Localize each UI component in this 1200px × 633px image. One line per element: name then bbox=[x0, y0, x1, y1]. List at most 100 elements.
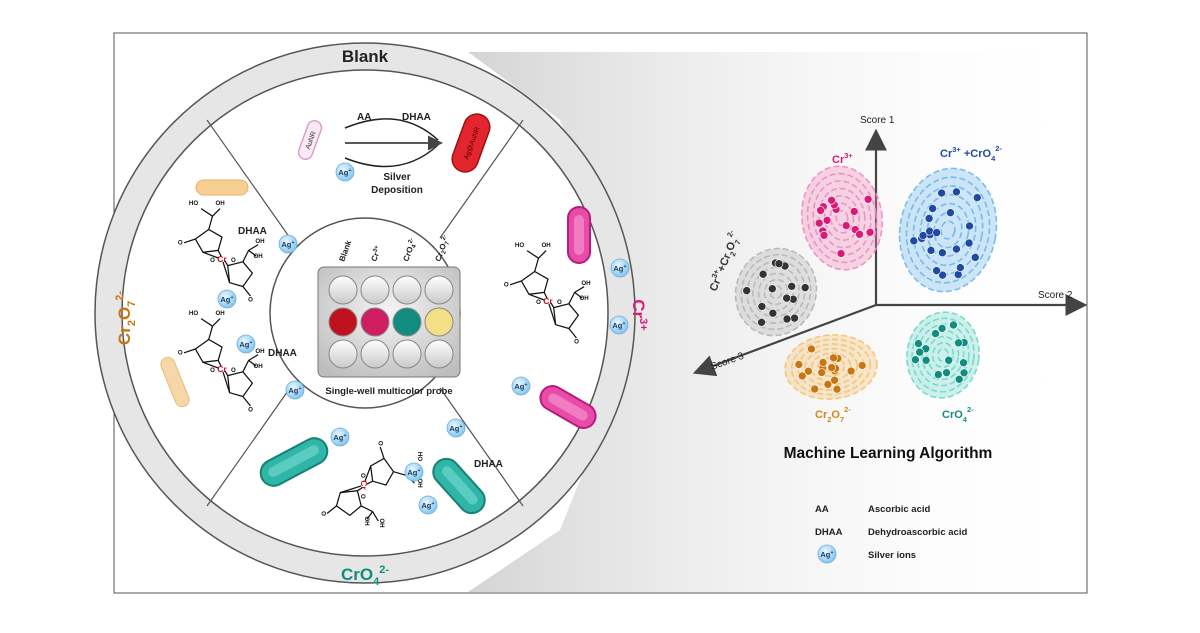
svg-text:Ag+: Ag+ bbox=[281, 240, 294, 249]
svg-text:Ag+: Ag+ bbox=[449, 424, 462, 433]
cluster-point bbox=[757, 302, 767, 311]
svg-text:HO: HO bbox=[416, 452, 423, 461]
cluster-point bbox=[774, 259, 784, 269]
legend-ag-icon: Ag+ bbox=[817, 544, 837, 564]
silver-ion: Ag+ bbox=[236, 334, 256, 354]
svg-text:O: O bbox=[178, 350, 183, 357]
well-r1-c4 bbox=[424, 275, 454, 305]
cluster-label-cr3-cr2o7: Cr3++Cr2O72- bbox=[704, 228, 745, 294]
svg-text:OH: OH bbox=[253, 253, 263, 260]
silver-ion: Ag+ bbox=[404, 462, 424, 482]
cluster-point bbox=[956, 263, 965, 272]
svg-text:O: O bbox=[248, 407, 253, 414]
cluster-point bbox=[915, 347, 924, 357]
svg-text:Cr: Cr bbox=[543, 296, 553, 306]
cluster-point bbox=[816, 206, 825, 215]
cluster-point bbox=[782, 314, 792, 324]
cluster-point bbox=[827, 195, 836, 205]
cluster-label-cr3-cro4: Cr3+ +CrO42- bbox=[940, 144, 1002, 163]
cluster-point bbox=[937, 324, 947, 333]
svg-text:OH: OH bbox=[416, 478, 423, 488]
svg-text:HO: HO bbox=[189, 310, 198, 317]
cluster-point bbox=[822, 215, 832, 225]
plate-col-cr2o7: Cr2O72- bbox=[433, 234, 453, 263]
well-r3-c3 bbox=[392, 339, 422, 369]
svg-text:O: O bbox=[231, 367, 236, 374]
axis-score-3 bbox=[692, 303, 877, 377]
cluster-point bbox=[932, 228, 941, 237]
cluster-cr3 bbox=[800, 165, 884, 271]
well-r3-c1 bbox=[328, 339, 358, 369]
blank-reaction: AuNR AA DHAA Silver Deposition Ag@AuNR bbox=[297, 112, 491, 196]
reaction-arc-bottom bbox=[344, 144, 439, 168]
cluster-point bbox=[949, 320, 958, 330]
cluster-point bbox=[804, 366, 813, 376]
cluster-point bbox=[946, 208, 955, 217]
silver-ion: Ag+ bbox=[418, 495, 438, 515]
svg-text:HO: HO bbox=[515, 242, 524, 249]
aunr-rod: AuNR bbox=[297, 120, 323, 160]
svg-text:Ag+: Ag+ bbox=[239, 340, 252, 349]
svg-text:Ag+: Ag+ bbox=[421, 501, 434, 510]
cluster-point bbox=[909, 236, 919, 246]
cluster-cr3-cro4 bbox=[898, 167, 998, 293]
cluster-point bbox=[952, 244, 961, 254]
silver-ion: Ag+ bbox=[285, 380, 305, 400]
silver-ion: Ag+ bbox=[446, 418, 466, 438]
cluster-point bbox=[926, 246, 936, 255]
cluster-point bbox=[830, 375, 839, 385]
divider-top-left bbox=[206, 119, 291, 239]
well-r2-c1 bbox=[328, 307, 358, 337]
section-label-cr2o7: Cr2O72- bbox=[114, 291, 138, 346]
score-clusters bbox=[734, 165, 998, 400]
cro4-rod-left bbox=[259, 437, 329, 487]
svg-text:OH: OH bbox=[581, 280, 591, 287]
plate-caption: Single-well multicolor probe bbox=[325, 386, 452, 397]
cluster-point bbox=[952, 187, 961, 197]
silver-ion: Ag+ bbox=[610, 258, 630, 278]
svg-text:Ag+: Ag+ bbox=[407, 468, 420, 477]
legend: AA Ascorbic acid DHAA Dehydroascorbic ac… bbox=[815, 504, 967, 564]
cluster-point bbox=[954, 374, 964, 384]
svg-text:Ag+: Ag+ bbox=[333, 433, 346, 442]
ml-title: Machine Learning Algorithm bbox=[784, 445, 993, 462]
cluster-cro4 bbox=[906, 311, 980, 399]
cluster-point bbox=[846, 366, 856, 376]
silver-ions: Ag+Ag+Ag+Ag+Ag+Ag+Ag+Ag+Ag+Ag+Ag+Ag+ bbox=[217, 162, 630, 515]
svg-text:OH: OH bbox=[579, 295, 589, 302]
section-label-blank: Blank bbox=[342, 47, 389, 66]
legend-label-ag: Silver ions bbox=[868, 550, 916, 561]
cluster-point bbox=[954, 338, 963, 348]
cluster-point bbox=[829, 353, 838, 363]
cluster-point bbox=[768, 308, 778, 318]
svg-text:O: O bbox=[231, 257, 236, 264]
svg-text:OH: OH bbox=[255, 348, 265, 355]
dhaa-label: DHAA bbox=[402, 112, 431, 123]
cluster-point bbox=[934, 370, 943, 379]
cluster-point bbox=[757, 317, 766, 327]
svg-text:Ag+: Ag+ bbox=[612, 321, 625, 330]
cluster-point bbox=[924, 214, 934, 223]
cluster-point bbox=[817, 368, 827, 377]
cluster-point bbox=[970, 253, 980, 262]
cluster-point bbox=[758, 269, 768, 279]
legend-label-dhaa: Dehydroascorbic acid bbox=[868, 527, 967, 538]
cluster-point bbox=[964, 238, 974, 248]
cluster-point bbox=[863, 194, 873, 204]
cluster-label-cr3: Cr3+ bbox=[832, 151, 853, 166]
cluster-point bbox=[827, 363, 836, 372]
score-plot: Score 1 Score 2 Score 3 Cr3+ Cr3+ +CrO42… bbox=[692, 115, 1088, 462]
silver-label-1: Silver bbox=[383, 172, 410, 183]
cluster-point bbox=[836, 249, 846, 258]
cluster-label-cr2o7: Cr2O72- bbox=[815, 405, 851, 424]
silver-ion: Ag+ bbox=[330, 427, 350, 447]
cluster-point bbox=[823, 380, 833, 389]
plate-col-cr3: Cr3+ bbox=[369, 244, 383, 262]
cluster-point bbox=[865, 227, 875, 237]
svg-text:Ag+: Ag+ bbox=[338, 168, 351, 177]
cluster-point bbox=[931, 329, 940, 338]
reaction-arc-top bbox=[344, 118, 439, 141]
svg-text:O: O bbox=[210, 257, 215, 264]
